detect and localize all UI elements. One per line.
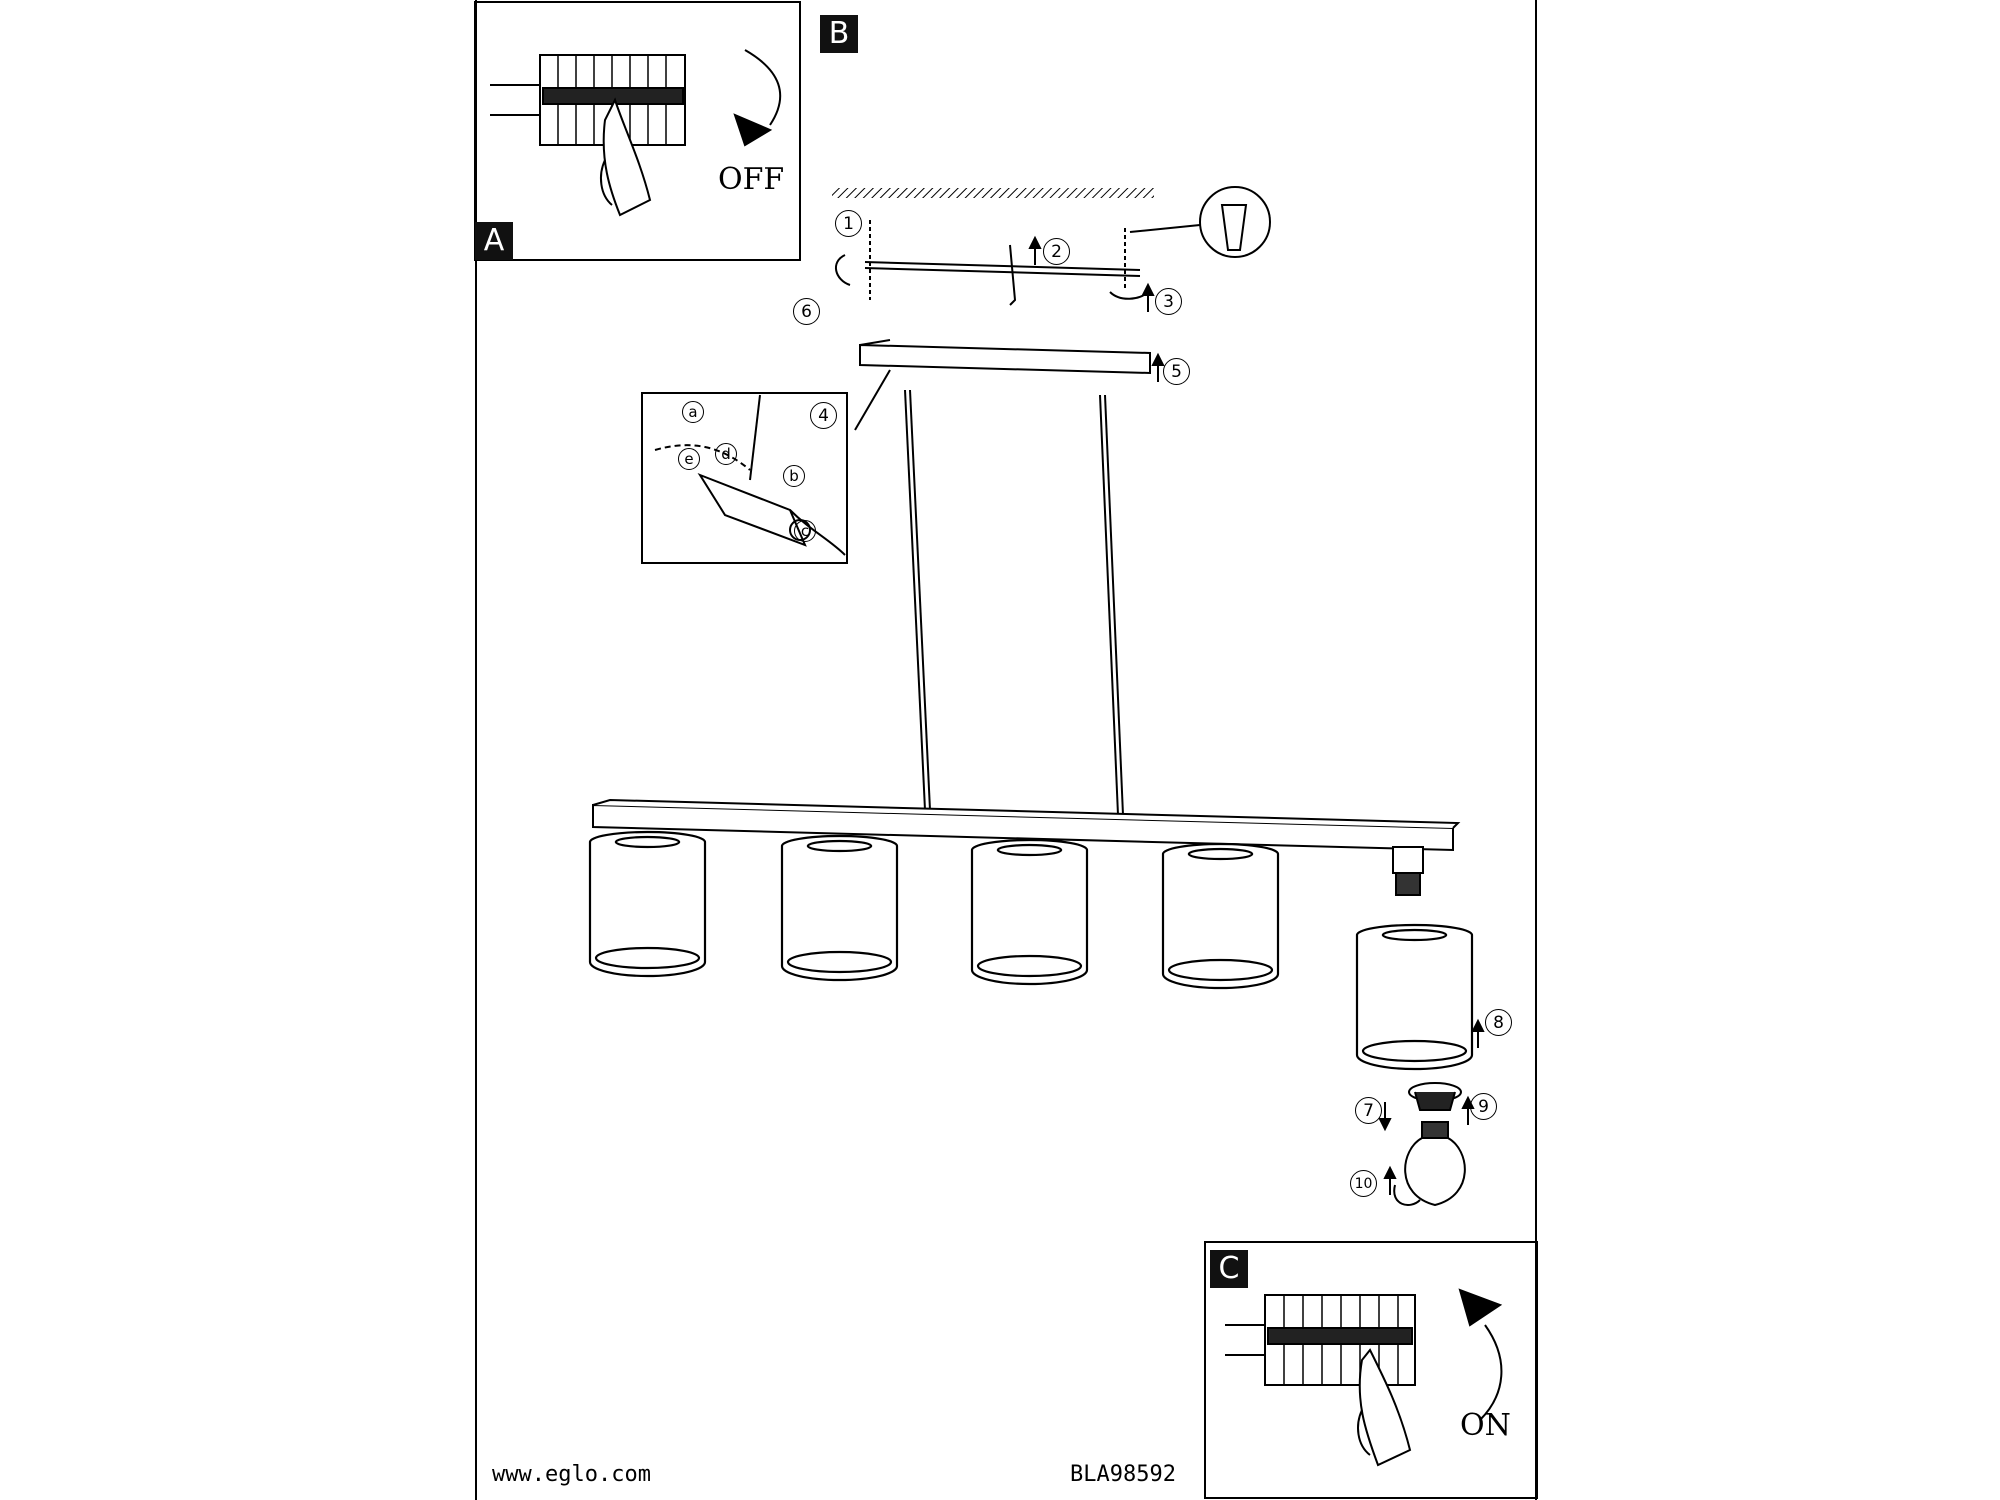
step-arrows: [1028, 235, 1485, 1195]
panel-c-breaker-on: [1204, 1241, 1538, 1499]
step-1: 1: [835, 210, 862, 237]
wiring-detail-box: [641, 392, 848, 564]
step-10: 10: [1350, 1170, 1377, 1197]
footer-code: BLA98592: [1070, 1462, 1176, 1487]
instruction-sheet: [475, 0, 1537, 1500]
lamp-shade-2: [780, 834, 899, 982]
ceiling-mount-assembly: [832, 186, 1271, 306]
canopy-and-wires: [854, 339, 1151, 816]
lamp-shades: [588, 830, 1474, 1071]
lamp-shade-3: [970, 838, 1089, 986]
detail-letter-a: a: [682, 401, 704, 423]
step-5: 5: [1163, 358, 1190, 385]
step-2: 2: [1043, 238, 1070, 265]
off-label: OFF: [718, 162, 785, 197]
detail-letter-b: b: [783, 465, 805, 487]
detail-letter-d: d: [715, 443, 737, 465]
step-8: 8: [1485, 1009, 1512, 1036]
panel-a-tag: A: [476, 223, 512, 259]
detail-letter-e: e: [678, 448, 700, 470]
lamp-shade-5: [1355, 923, 1474, 1071]
lamp-shade-4: [1161, 842, 1280, 990]
luminaire-bar: [592, 798, 1461, 852]
step-4: 4: [810, 402, 837, 429]
panel-c-tag: C: [1211, 1251, 1247, 1287]
panel-b-tag: B: [821, 16, 857, 52]
footer-website: www.eglo.com: [492, 1462, 651, 1487]
step-3: 3: [1155, 288, 1182, 315]
lamp-shade-1: [588, 830, 707, 978]
step-9: 9: [1470, 1093, 1497, 1120]
panel-a-breaker-off: [474, 1, 801, 261]
on-label: ON: [1460, 1408, 1511, 1443]
step-7: 7: [1355, 1097, 1382, 1124]
socket-and-bulb: [1392, 846, 1466, 1207]
detail-letter-c: c: [794, 520, 816, 542]
step-6: 6: [793, 298, 820, 325]
